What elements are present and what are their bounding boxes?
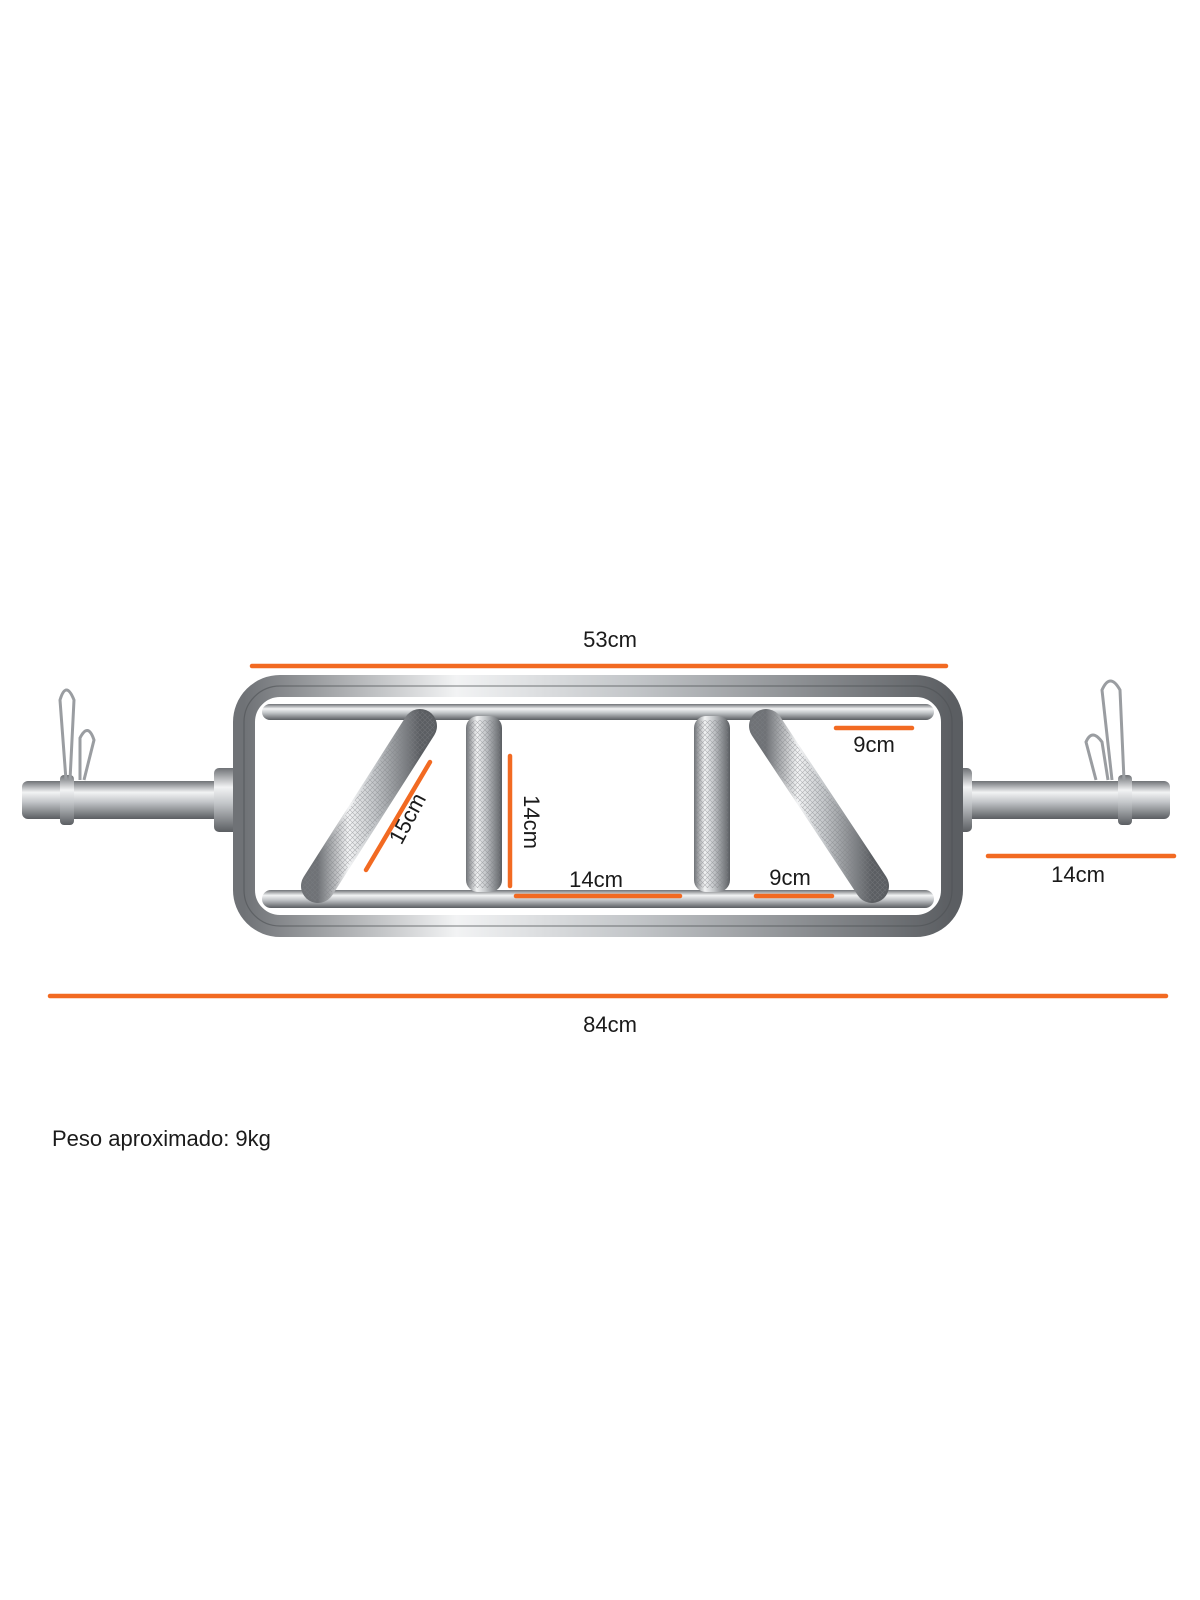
label-grip-height: 14cm — [519, 795, 544, 849]
label-inner-gap: 14cm — [569, 867, 623, 892]
right-straight-grip — [694, 716, 730, 892]
right-collar — [1118, 775, 1132, 825]
left-straight-grip — [466, 716, 502, 892]
label-top-offset: 9cm — [853, 732, 895, 757]
right-sleeve — [960, 781, 1170, 819]
label-bottom-offset: 9cm — [769, 865, 811, 890]
bar-illustration — [22, 675, 1170, 937]
label-frame-width: 53cm — [583, 627, 637, 652]
left-collar — [60, 775, 74, 825]
right-angled-grip — [749, 709, 889, 903]
weight-note: Peso aproximado: 9kg — [52, 1126, 271, 1151]
right-spring-clip-icon — [1084, 679, 1126, 781]
dimension-lines — [47, 663, 1177, 999]
label-sleeve-length: 14cm — [1051, 862, 1105, 887]
left-sleeve — [22, 781, 222, 819]
left-angled-grip — [301, 709, 437, 903]
left-spring-clip-icon — [58, 688, 96, 781]
dim-line-angled-grip — [363, 759, 433, 873]
label-total-length: 84cm — [583, 1012, 637, 1037]
